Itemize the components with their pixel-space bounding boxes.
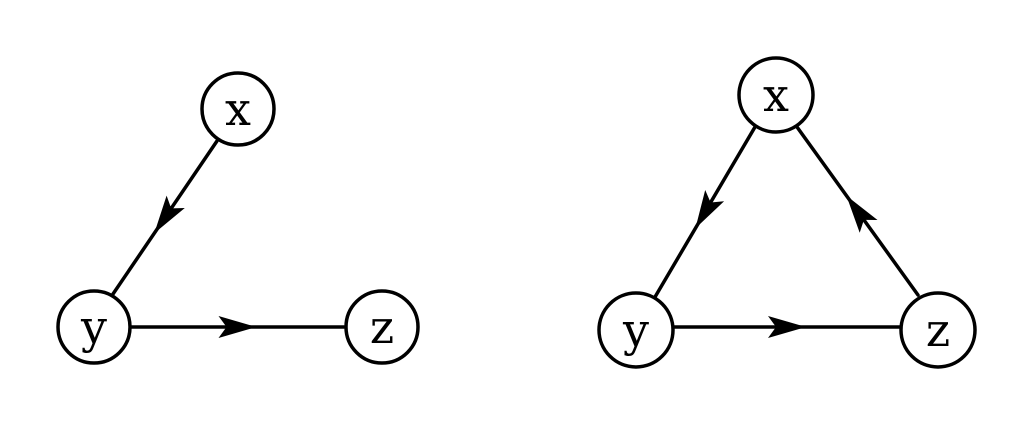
edge-y-to-z-right-arrowhead <box>768 316 806 338</box>
node-y-right: y <box>597 291 675 369</box>
node-x-right: x <box>737 56 815 134</box>
node-x: x <box>200 71 276 147</box>
node-z-label: z <box>370 300 394 354</box>
edge-x-to-y-right-arrowhead <box>695 190 725 229</box>
node-y-label: y <box>80 300 107 354</box>
right-diagram: x y z <box>597 56 977 369</box>
edge-x-to-y-arrowhead <box>154 195 185 234</box>
edge-z-to-x-right-arrowhead <box>846 195 878 233</box>
node-z-right: z <box>899 291 977 369</box>
node-x-label: x <box>225 82 251 136</box>
node-x-right-label: x <box>763 68 789 122</box>
node-y: y <box>56 289 132 365</box>
left-diagram: x y z <box>56 71 420 365</box>
node-y-right-label: y <box>622 303 649 357</box>
node-z-right-label: z <box>926 303 950 357</box>
edge-y-to-z-arrowhead <box>218 316 257 338</box>
node-z: z <box>344 289 420 365</box>
